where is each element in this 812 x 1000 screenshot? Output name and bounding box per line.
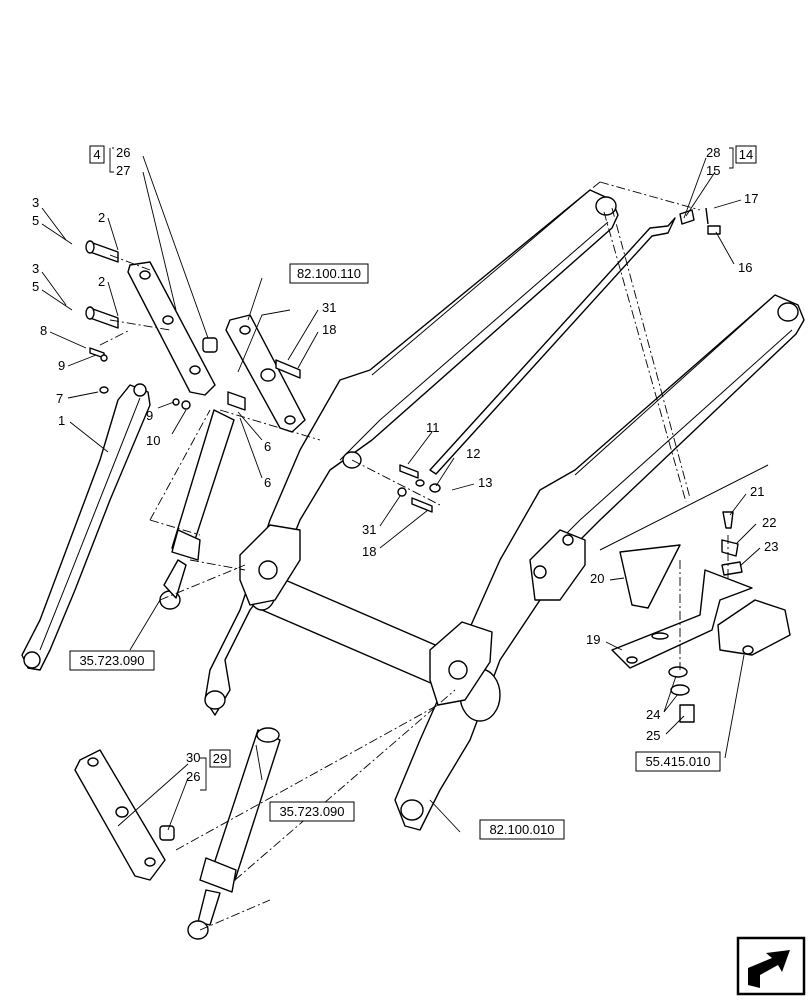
callout-2: 2 (98, 210, 105, 225)
callout-9: 9 (146, 408, 153, 423)
callout-17: 17 (744, 191, 758, 206)
ref-box-35-723-090-a[interactable]: 35.723.090 (69, 650, 155, 671)
callout-31: 31 (322, 300, 336, 315)
callout-23: 23 (764, 539, 778, 554)
callout-3: 3 (32, 195, 39, 210)
ref-55-415-010: 55.415.010 (645, 754, 710, 769)
callout-4: 4 (93, 147, 100, 162)
callout-19: 19 (586, 632, 600, 647)
bushing-26 (202, 337, 218, 353)
ref-82-100-110: 82.100.110 (297, 266, 361, 281)
callout-12: 12 (466, 446, 480, 461)
leader-lines (41, 147, 761, 833)
callout-7: 7 (56, 391, 63, 406)
callout-18: 18 (322, 322, 336, 337)
callout-1: 1 (58, 413, 65, 428)
scope-line (599, 464, 769, 551)
callout-27: 27 (116, 163, 130, 178)
bracket-group (611, 511, 791, 723)
link-plate-left (127, 261, 216, 396)
callout-26: 26 (186, 769, 200, 784)
callout-16: 16 (738, 260, 752, 275)
callout-24: 24 (646, 707, 660, 722)
loader-frame (204, 189, 805, 831)
ref-82-100-010: 82.100.010 (489, 822, 554, 837)
bracket-19 (611, 569, 753, 669)
callout-10: 10 (146, 433, 160, 448)
callout-29: 29 (213, 751, 227, 766)
callout-28: 28 (706, 145, 720, 160)
callout-22: 22 (762, 515, 776, 530)
callout-6: 6 (264, 475, 271, 490)
ref-box-82-100-110[interactable]: 82.100.110 (289, 263, 369, 284)
callout-15: 15 (706, 163, 720, 178)
callout-26: 26 (116, 145, 130, 160)
callout-2: 2 (98, 274, 105, 289)
callout-31: 31 (362, 522, 376, 537)
small-hardware (85, 207, 721, 513)
sensor-55-415-010 (717, 599, 791, 656)
cylinder-upper (159, 409, 235, 610)
indicator-rod (429, 217, 676, 475)
callout-20: 20 (590, 571, 604, 586)
callout-8: 8 (40, 323, 47, 338)
level-indicator-arm (21, 383, 151, 671)
cylinder-lower (187, 727, 281, 940)
callout-9: 9 (58, 358, 65, 373)
callout-5: 5 (32, 279, 39, 294)
callout-18: 18 (362, 544, 376, 559)
callout-14: 14 (739, 147, 753, 162)
ref-35-723-090-b: 35.723.090 (279, 804, 344, 819)
next-page-arrow-icon[interactable] (736, 936, 806, 996)
callout-30: 30 (186, 750, 200, 765)
plate-30 (74, 749, 166, 881)
callout-3: 3 (32, 261, 39, 276)
callout-13: 13 (478, 475, 492, 490)
ref-box-35-723-090-b[interactable]: 35.723.090 (269, 801, 355, 822)
ref-35-723-090-a: 35.723.090 (79, 653, 144, 668)
bushing-26-lower (159, 825, 175, 841)
callout-25: 25 (646, 728, 660, 743)
callout-5: 5 (32, 213, 39, 228)
callout-21: 21 (750, 484, 764, 499)
callout-6: 6 (264, 439, 271, 454)
ref-box-82-100-010[interactable]: 82.100.010 (479, 819, 565, 840)
assembly-lines (99, 181, 729, 931)
bracket-20 (619, 544, 681, 609)
callout-11: 11 (426, 420, 440, 435)
ref-box-55-415-010[interactable]: 55.415.010 (635, 751, 721, 772)
callout-labels: 4 26 27 3 5 2 3 5 2 8 9 7 1 9 10 6 6 31 … (32, 145, 778, 784)
